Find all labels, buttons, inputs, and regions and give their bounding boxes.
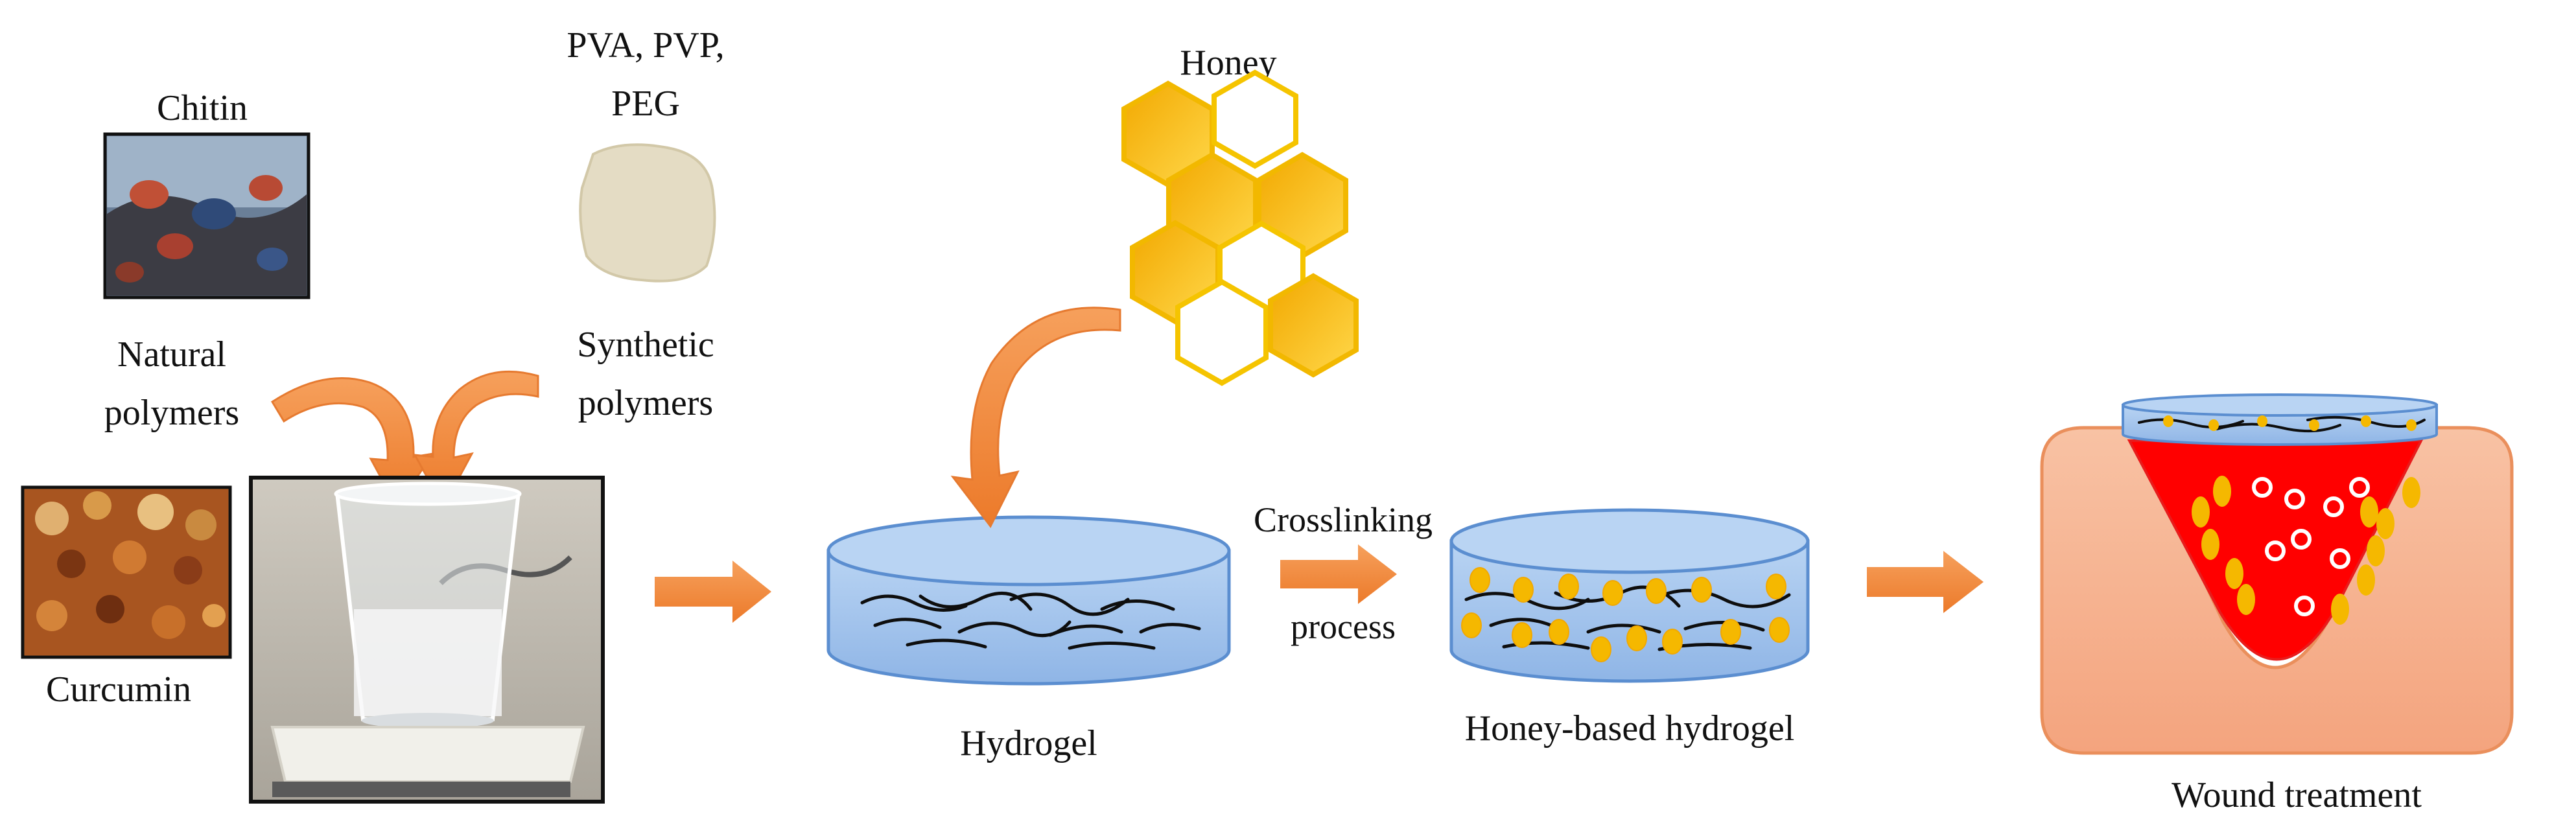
natural-polymers-line2: polymers (104, 393, 239, 433)
honey-arrow (950, 307, 1121, 528)
process-arrow-3 (1867, 551, 1984, 613)
wound-treatment-illustration (2040, 393, 2514, 755)
synthetic-names-line1: PVA, PVP, (567, 25, 724, 65)
synthetic-polymers-arrow (413, 370, 539, 509)
honey-hydrogel-disc (1449, 508, 1810, 683)
crosslinking-label-line1: Crosslinking (1254, 500, 1433, 539)
chitin-label: Chitin (157, 88, 248, 128)
wound-treatment-label: Wound treatment (2172, 775, 2422, 815)
curcumin-photo (21, 485, 232, 659)
synthetic-polymers-line1: Synthetic (577, 325, 714, 365)
process-arrow-1 (655, 561, 771, 623)
crosslinking-label-line2: process (1291, 607, 1396, 646)
hydrogel-disc (826, 515, 1231, 686)
crosslinking-arrow (1280, 544, 1397, 604)
chitin-photo (103, 132, 310, 299)
honeycomb-icon (1121, 69, 1359, 386)
beaker-on-stirrer-photo (249, 476, 605, 804)
natural-polymers-line1: Natural (117, 334, 226, 375)
honey-hydrogel-label: Honey-based hydrogel (1465, 708, 1795, 749)
hydrogel-label: Hydrogel (960, 723, 1097, 763)
curcumin-label: Curcumin (46, 669, 191, 710)
synthetic-polymers-line2: polymers (578, 383, 713, 423)
synthetic-names-line2: PEG (611, 84, 680, 124)
powder-image (579, 143, 716, 283)
